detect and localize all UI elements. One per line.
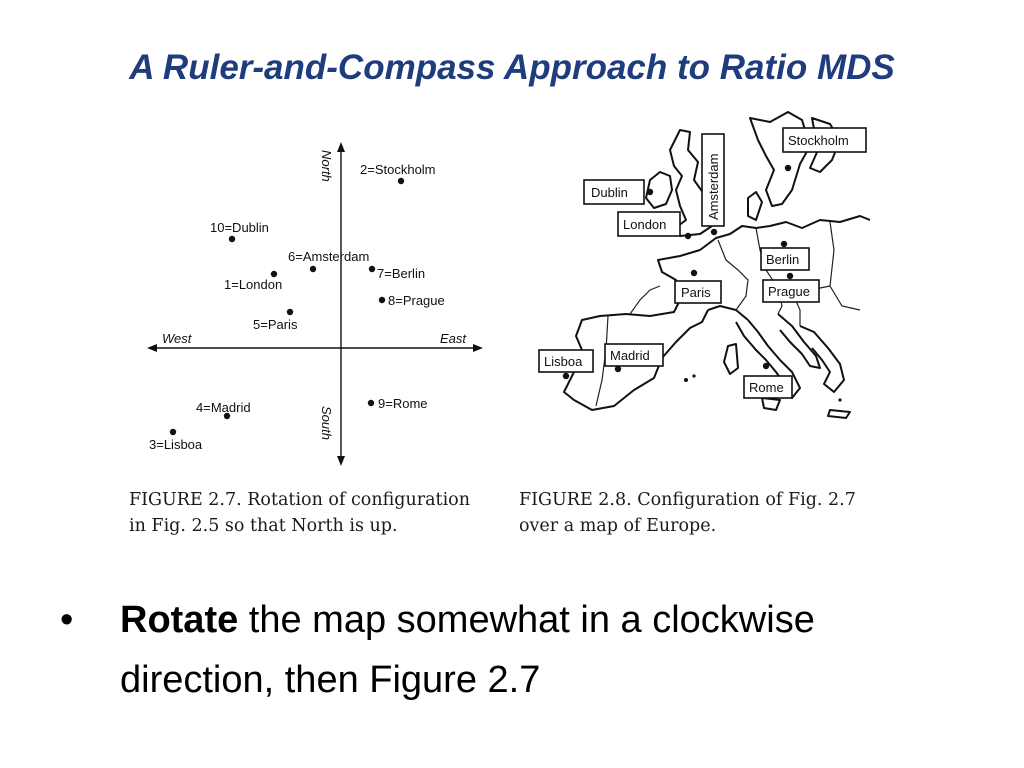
west-arrow <box>147 344 157 352</box>
point-marker <box>169 428 177 436</box>
map-label-text: Prague <box>768 284 810 299</box>
map-label-prague: Prague <box>762 279 820 303</box>
point-marker <box>367 399 375 407</box>
map-label-paris: Paris <box>674 280 722 304</box>
map-label-text: Amsterdam <box>706 154 721 220</box>
point-label: 6=Amsterdam <box>288 249 369 264</box>
map-label-madrid: Madrid <box>604 343 664 367</box>
point-london: 1=London <box>224 270 282 292</box>
point-marker <box>368 265 376 273</box>
caption-line: FIGURE 2.8. Configuration of Fig. 2.7 <box>519 490 856 510</box>
point-label: 5=Paris <box>253 317 298 332</box>
point-paris: 5=Paris <box>253 308 298 332</box>
point-label: 8=Prague <box>388 293 445 308</box>
bullet-text-line1: the map somewhat in a clockwise <box>238 599 815 641</box>
point-berlin: 7=Berlin <box>368 265 425 281</box>
map-label-berlin: Berlin <box>760 247 810 271</box>
caption-line: over a map of Europe. <box>519 516 717 536</box>
point-label: 2=Stockholm <box>360 162 436 177</box>
city-dot-berlin <box>780 240 788 248</box>
city-dot-madrid <box>614 365 622 373</box>
point-dublin: 10=Dublin <box>210 220 269 243</box>
axis-label-north: North <box>319 150 334 182</box>
city-dot-amsterdam <box>710 228 718 236</box>
point-label: 10=Dublin <box>210 220 269 235</box>
point-label: 3=Lisboa <box>149 437 203 452</box>
point-rome: 9=Rome <box>367 396 428 411</box>
figure-2-7-caption: FIGURE 2.7. Rotation of configuration in… <box>129 487 509 539</box>
point-label: 7=Berlin <box>377 266 425 281</box>
map-label-text: Berlin <box>766 252 799 267</box>
point-marker <box>286 308 294 316</box>
city-dot-lisboa <box>562 372 570 380</box>
point-prague: 8=Prague <box>378 293 445 308</box>
slide-title: A Ruler-and-Compass Approach to Ratio MD… <box>129 48 895 87</box>
map-label-text: Madrid <box>610 348 650 363</box>
map-label-text: Dublin <box>591 185 628 200</box>
figure-2-7-configuration-plot: North South East West 2=Stockholm 10=Dub… <box>147 142 483 466</box>
map-label-text: Paris <box>681 285 711 300</box>
map-label-text: Lisboa <box>544 354 583 369</box>
city-dot-stockholm <box>784 164 792 172</box>
map-label-london: London <box>617 211 681 237</box>
axis-label-south: South <box>319 406 334 440</box>
point-marker <box>228 235 236 243</box>
axis-label-east: East <box>440 331 467 346</box>
map-label-text: Stockholm <box>788 133 849 148</box>
point-lisboa: 3=Lisboa <box>149 428 203 452</box>
south-arrow <box>337 456 345 466</box>
bullet-text-line2: direction, then Figure 2.7 <box>120 659 541 701</box>
map-label-stockholm: Stockholm <box>782 127 867 153</box>
point-label: 4=Madrid <box>196 400 251 415</box>
map-label-rome: Rome <box>743 375 793 399</box>
city-dot-paris <box>690 269 698 277</box>
north-arrow <box>337 142 345 152</box>
figure-2-8-europe-map: Stockholm Dublin Amsterdam London Berlin… <box>538 111 871 419</box>
caption-line: in Fig. 2.5 so that North is up. <box>129 516 398 536</box>
bullet-marker: • <box>60 599 74 641</box>
city-dot-dublin <box>646 188 654 196</box>
bullet-text: Rotate the map somewhat in a clockwise d… <box>120 590 980 710</box>
city-dot-london <box>684 232 692 240</box>
point-marker <box>223 412 231 420</box>
point-label: 1=London <box>224 277 282 292</box>
map-label-text: Rome <box>749 380 784 395</box>
map-label-text: London <box>623 217 666 232</box>
point-marker <box>309 265 317 273</box>
map-label-lisboa: Lisboa <box>538 349 594 373</box>
point-marker <box>270 270 278 278</box>
caption-line: FIGURE 2.7. Rotation of configuration <box>129 490 470 510</box>
point-marker <box>378 296 386 304</box>
axis-label-west: West <box>162 331 193 346</box>
map-label-amsterdam: Amsterdam <box>701 133 725 227</box>
bullet-bold-word: Rotate <box>120 599 239 641</box>
city-dot-prague <box>786 272 794 280</box>
point-marker <box>397 177 405 185</box>
east-arrow <box>473 344 483 352</box>
point-stockholm: 2=Stockholm <box>360 162 436 185</box>
figure-2-8-caption: FIGURE 2.8. Configuration of Fig. 2.7 ov… <box>519 487 909 539</box>
point-madrid: 4=Madrid <box>196 400 251 420</box>
point-amsterdam: 6=Amsterdam <box>288 249 369 273</box>
point-label: 9=Rome <box>378 396 428 411</box>
city-dot-rome <box>762 362 770 370</box>
map-label-dublin: Dublin <box>583 179 645 205</box>
